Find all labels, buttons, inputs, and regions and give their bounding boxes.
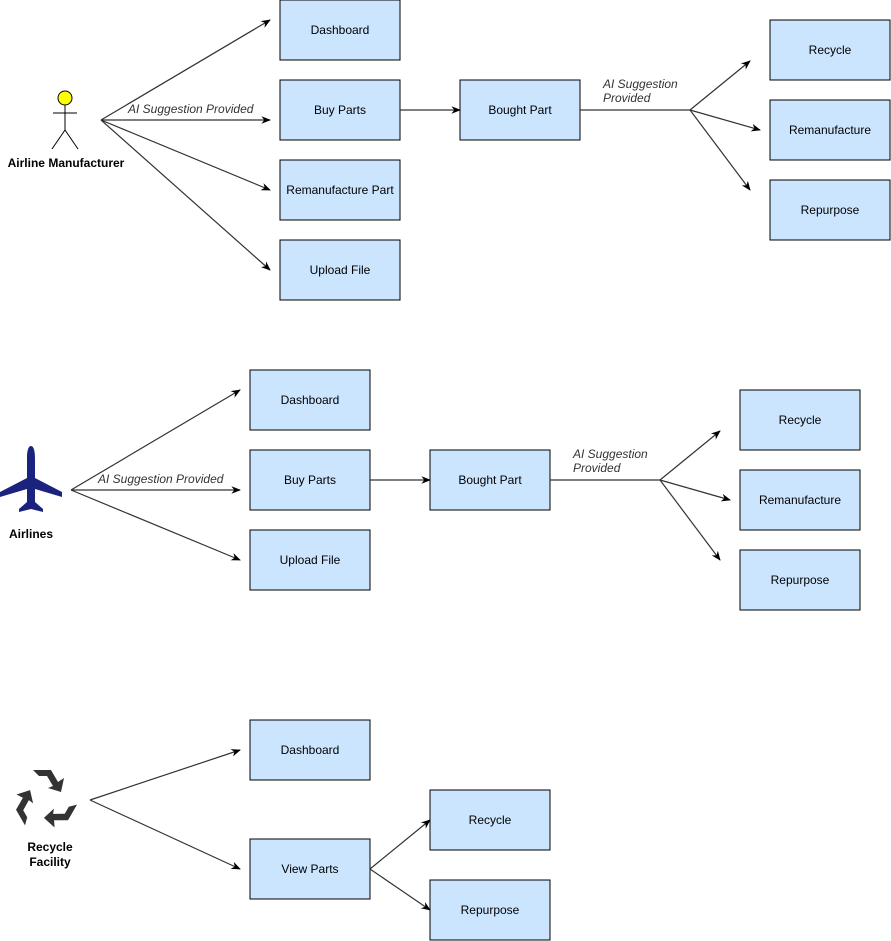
edge-manufacturer-dashboard: [100, 19, 271, 121]
edge-manufacturer-remanufacture: [100, 119, 271, 191]
box-label: Dashboard: [281, 393, 340, 407]
box-label: Remanufacture: [759, 493, 841, 507]
suggestion-label-line1: AI Suggestion: [602, 77, 678, 91]
box-view-parts[interactable]: View Parts: [249, 838, 371, 900]
actor-label-line1: Recycle: [27, 840, 73, 854]
edge-to-remanufacture: [689, 109, 761, 132]
actor-label-airlines: Airlines: [9, 527, 53, 541]
box-recycle[interactable]: Recycle: [769, 19, 891, 81]
airlines-section: Airlines AI Suggestion Provided Dashboar…: [0, 369, 861, 611]
box-buy-parts[interactable]: Buy Parts: [249, 449, 371, 511]
edge-airlines-dashboard: [70, 389, 241, 491]
edge-to-remanufacture: [659, 479, 731, 502]
airplane-icon: [0, 446, 62, 512]
box-repurpose[interactable]: Repurpose: [739, 549, 861, 611]
box-label: Bought Part: [488, 103, 552, 117]
box-label: Repurpose: [771, 573, 830, 587]
box-label: Bought Part: [458, 473, 522, 487]
box-upload-file[interactable]: Upload File: [249, 529, 371, 591]
box-remanufacture[interactable]: Remanufacture: [769, 99, 891, 161]
box-remanufacture[interactable]: Remanufacture: [739, 469, 861, 531]
box-label: Upload File: [310, 263, 371, 277]
actor-label-line2: Facility: [29, 855, 71, 869]
box-label: Repurpose: [801, 203, 860, 217]
box-upload-file[interactable]: Upload File: [279, 239, 401, 301]
box-bought-part[interactable]: Bought Part: [459, 79, 581, 141]
box-repurpose[interactable]: Repurpose: [429, 879, 551, 941]
box-label: Buy Parts: [284, 473, 336, 487]
box-remanufacture-part[interactable]: Remanufacture Part: [279, 159, 401, 221]
box-label: Recycle: [469, 813, 512, 827]
edge-facility-view-parts: [89, 799, 241, 870]
box-label: Remanufacture Part: [286, 183, 394, 197]
edge-airlines-upload: [70, 489, 241, 561]
edge-label-ai-suggestion: AI Suggestion Provided: [127, 102, 254, 116]
edge-to-repurpose: [689, 109, 751, 191]
edge-to-recycle: [659, 430, 721, 481]
stick-figure-icon: [51, 90, 79, 150]
actor-label-manufacturer: Airline Manufacturer: [8, 156, 125, 170]
box-label: Repurpose: [461, 903, 520, 917]
box-label: Dashboard: [281, 743, 340, 757]
recycle-icon: [16, 770, 77, 828]
edge-facility-dashboard: [89, 749, 241, 801]
box-recycle[interactable]: Recycle: [739, 389, 861, 451]
box-label: Dashboard: [311, 23, 370, 37]
box-label: Recycle: [809, 43, 852, 57]
box-label: Buy Parts: [314, 103, 366, 117]
suggestion-label-line2: Provided: [573, 461, 621, 475]
edge-manufacturer-upload: [100, 119, 271, 271]
box-repurpose[interactable]: Repurpose: [769, 179, 891, 241]
box-label: View Parts: [281, 862, 338, 876]
box-bought-part[interactable]: Bought Part: [429, 449, 551, 511]
manufacturer-section: Airline Manufacturer AI Suggestion Provi…: [8, 0, 891, 301]
edge-label-ai-suggestion: AI Suggestion Provided: [97, 472, 224, 486]
box-buy-parts[interactable]: Buy Parts: [279, 79, 401, 141]
box-dashboard[interactable]: Dashboard: [249, 369, 371, 431]
edge-to-recycle: [689, 60, 751, 111]
recycle-facility-section: Recycle Facility Dashboard View Parts Re…: [16, 719, 551, 941]
box-dashboard[interactable]: Dashboard: [249, 719, 371, 781]
box-label: Remanufacture: [789, 123, 871, 137]
box-dashboard[interactable]: Dashboard: [279, 0, 401, 61]
edge-to-repurpose: [369, 868, 431, 911]
box-recycle[interactable]: Recycle: [429, 789, 551, 851]
edge-to-recycle: [369, 819, 431, 870]
box-label: Upload File: [280, 553, 341, 567]
box-label: Recycle: [779, 413, 822, 427]
edge-to-repurpose: [659, 479, 721, 561]
suggestion-label-line2: Provided: [603, 91, 651, 105]
suggestion-label-line1: AI Suggestion: [572, 447, 648, 461]
